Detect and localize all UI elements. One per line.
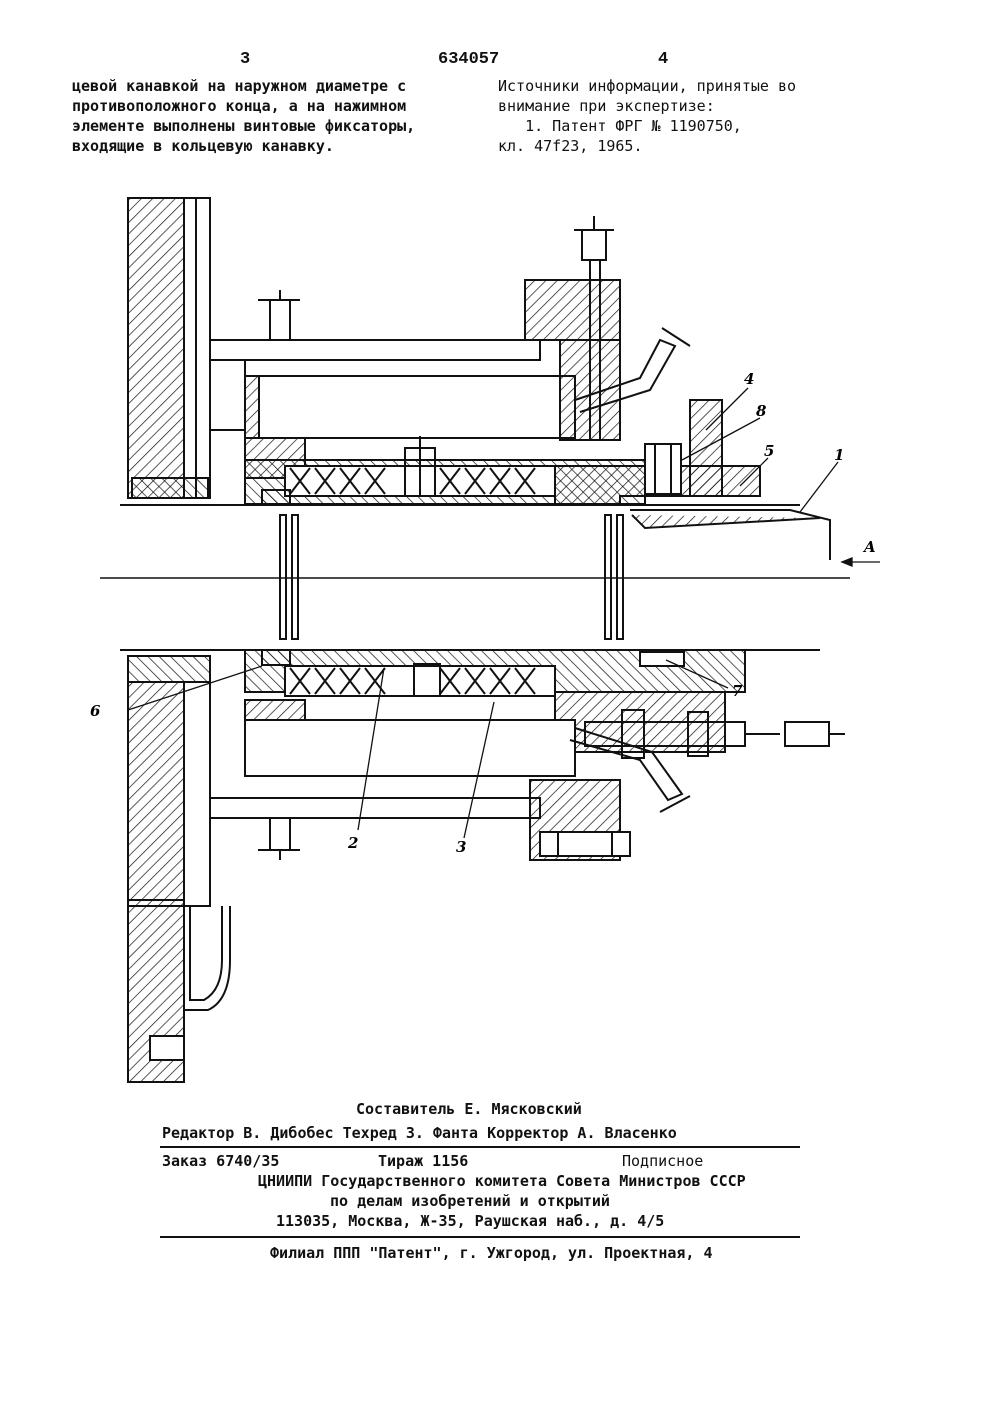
- figure-label-4: 4: [744, 370, 754, 388]
- print-run: Тираж 1156: [378, 1152, 468, 1170]
- address: 113035, Москва, Ж-35, Раушская наб., д. …: [276, 1212, 664, 1230]
- order-number: Заказ 6740/35: [162, 1152, 279, 1170]
- figure-label-5: 5: [764, 442, 774, 460]
- subscription: Подписное: [622, 1152, 703, 1170]
- figure-label-1: 1: [834, 446, 844, 464]
- figure-label-2: 2: [347, 834, 358, 852]
- organization: ЦНИИПИ Государственного комитета Совета …: [258, 1172, 746, 1190]
- compiler-line: Составитель Е. Мясковский: [356, 1100, 582, 1118]
- figure-label-6: 6: [90, 702, 101, 720]
- figure-label-8: 8: [756, 402, 767, 420]
- editors-line: Редактор В. Дибобес Техред З. Фанта Корр…: [162, 1124, 677, 1142]
- figure-label-3: 3: [456, 838, 466, 856]
- branch-line: Филиал ППП "Патент", г. Ужгород, ул. Про…: [270, 1244, 713, 1262]
- figure-label-7: 7: [732, 682, 743, 700]
- rule-bottom: [160, 1236, 800, 1238]
- plate-upper-hatch: [128, 198, 184, 498]
- figure-label-arrow: A: [862, 538, 876, 556]
- department: по делам изобретений и открытий: [330, 1192, 610, 1210]
- rule-top: [160, 1146, 800, 1148]
- springs: [280, 515, 623, 639]
